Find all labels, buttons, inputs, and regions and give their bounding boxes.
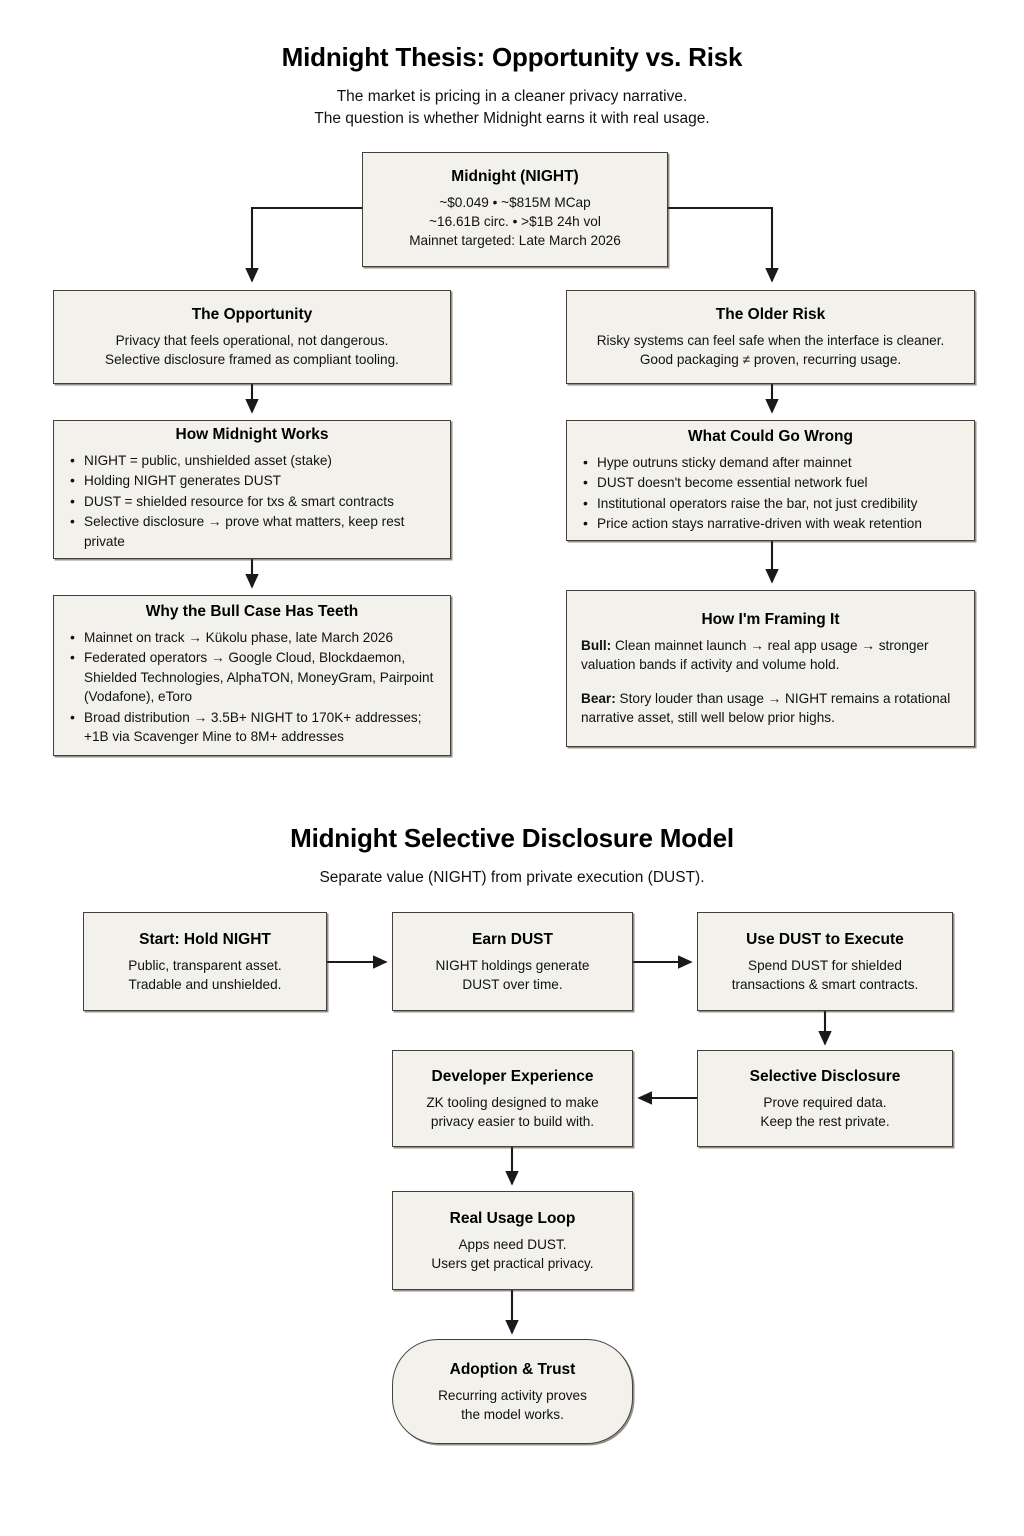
node-real-usage-loop[interactable]: Real Usage Loop Apps need DUST. Users ge… <box>392 1191 633 1290</box>
how-it-works-list: NIGHT = public, unshielded asset (stake)… <box>54 451 450 553</box>
node-adoption-and-trust[interactable]: Adoption & Trust Recurring activity prov… <box>392 1339 633 1444</box>
section-one-subtitle-line2: The question is whether Midnight earns i… <box>314 110 710 127</box>
list-item: Institutional operators raise the bar, n… <box>583 494 962 514</box>
node-title: Developer Experience <box>431 1067 594 1085</box>
node-title: Start: Hold NIGHT <box>139 930 271 948</box>
node-body: ZK tooling designed to make privacy easi… <box>397 1093 628 1131</box>
edge-root-to-older-risk <box>668 206 779 283</box>
bull-text: Clean mainnet launch → real app usage → … <box>581 637 929 673</box>
list-item: DUST = shielded resource for txs & smart… <box>70 492 438 512</box>
node-title: How Midnight Works <box>175 425 329 443</box>
root-line3: Mainnet targeted: Late March 2026 <box>409 233 621 248</box>
node-body: Spend DUST for shielded transactions & s… <box>702 956 948 994</box>
node-body: NIGHT holdings generate DUST over time. <box>397 956 628 994</box>
node-title: What Could Go Wrong <box>687 427 853 445</box>
framing-bull: Bull: Clean mainnet launch → real app us… <box>567 636 974 675</box>
list-item: DUST doesn't become essential network fu… <box>583 473 962 493</box>
node-title: Adoption & Trust <box>449 1360 576 1378</box>
older-risk-line2: Good packaging ≠ proven, recurring usage… <box>639 352 902 367</box>
step-line1: ZK tooling designed to make <box>426 1094 599 1110</box>
step-line2: Keep the rest private. <box>760 1113 890 1129</box>
node-selective-disclosure[interactable]: Selective Disclosure Prove required data… <box>697 1050 953 1147</box>
root-line1: ~$0.049 • ~$815M MCap <box>439 195 591 210</box>
node-title: Use DUST to Execute <box>746 930 904 948</box>
node-how-im-framing-it[interactable]: How I'm Framing It Bull: Clean mainnet l… <box>566 590 975 747</box>
section-two-subtitle: Separate value (NIGHT) from private exec… <box>319 869 705 886</box>
step-line2: the model works. <box>461 1406 564 1422</box>
node-developer-experience[interactable]: Developer Experience ZK tooling designed… <box>392 1050 633 1147</box>
section-one-subtitle-line1: The market is pricing in a cleaner priva… <box>336 88 688 105</box>
list-item: Selective disclosure → prove what matter… <box>70 512 438 551</box>
list-item: Mainnet on track → Kükolu phase, late Ma… <box>70 628 438 648</box>
node-title: Real Usage Loop <box>449 1209 576 1227</box>
edge-root-to-opportunity <box>245 206 362 283</box>
node-title: Why the Bull Case Has Teeth <box>145 602 359 620</box>
node-title: Midnight (NIGHT) <box>451 168 579 185</box>
list-item: Broad distribution → 3.5B+ NIGHT to 170K… <box>70 708 438 747</box>
section-one-subtitle: The market is pricing in a cleaner priva… <box>0 86 1024 130</box>
node-title: How I'm Framing It <box>701 610 840 628</box>
bear-text: Story louder than usage → NIGHT remains … <box>581 690 951 726</box>
list-item: Price action stays narrative-driven with… <box>583 514 962 534</box>
step-line2: Users get practical privacy. <box>431 1255 594 1271</box>
node-the-older-risk[interactable]: The Older Risk Risky systems can feel sa… <box>566 290 975 384</box>
step-line2: DUST over time. <box>462 976 563 992</box>
opportunity-line2: Selective disclosure framed as compliant… <box>105 352 399 367</box>
what-could-go-wrong-list: Hype outruns sticky demand after mainnet… <box>567 453 974 535</box>
bull-label: Bull: <box>581 637 612 653</box>
step-line2: privacy easier to build with. <box>430 1113 595 1129</box>
node-title: The Older Risk <box>715 306 826 323</box>
node-body: ~$0.049 • ~$815M MCap ~16.61B circ. • >$… <box>373 193 657 250</box>
node-start-hold-night[interactable]: Start: Hold NIGHT Public, transparent as… <box>83 912 327 1011</box>
list-item: Holding NIGHT generates DUST <box>70 471 438 491</box>
step-line1: Recurring activity proves <box>438 1387 587 1403</box>
node-body: Apps need DUST. Users get practical priv… <box>397 1235 628 1273</box>
root-line2: ~16.61B circ. • >$1B 24h vol <box>429 214 601 229</box>
section-two-title: Midnight Selective Disclosure Model <box>290 823 734 853</box>
list-item: Hype outruns sticky demand after mainnet <box>583 453 962 473</box>
node-body: Prove required data. Keep the rest priva… <box>702 1093 948 1131</box>
step-line1: Prove required data. <box>763 1094 887 1110</box>
step-line1: Apps need DUST. <box>458 1236 567 1252</box>
node-why-bull-case-has-teeth[interactable]: Why the Bull Case Has Teeth Mainnet on t… <box>53 595 451 756</box>
step-line2: Tradable and unshielded. <box>128 976 282 992</box>
node-what-could-go-wrong[interactable]: What Could Go Wrong Hype outruns sticky … <box>566 420 975 541</box>
list-item: NIGHT = public, unshielded asset (stake) <box>70 451 438 471</box>
node-body: Recurring activity proves the model work… <box>397 1386 628 1424</box>
node-the-opportunity[interactable]: The Opportunity Privacy that feels opera… <box>53 290 451 384</box>
node-body: Privacy that feels operational, not dang… <box>60 331 444 369</box>
node-earn-dust[interactable]: Earn DUST NIGHT holdings generate DUST o… <box>392 912 633 1011</box>
list-item: Federated operators → Google Cloud, Bloc… <box>70 648 438 707</box>
node-title: The Opportunity <box>191 306 313 323</box>
step-line1: Public, transparent asset. <box>128 957 282 973</box>
node-how-midnight-works[interactable]: How Midnight Works NIGHT = public, unshi… <box>53 420 451 559</box>
node-body: Risky systems can feel safe when the int… <box>573 331 968 369</box>
node-use-dust-to-execute[interactable]: Use DUST to Execute Spend DUST for shiel… <box>697 912 953 1011</box>
node-title: Earn DUST <box>472 930 553 948</box>
bear-label: Bear: <box>581 690 616 706</box>
step-line1: Spend DUST for shielded <box>748 957 902 973</box>
step-line1: NIGHT holdings generate <box>435 957 590 973</box>
step-line2: transactions & smart contracts. <box>731 976 919 992</box>
framing-bear: Bear: Story louder than usage → NIGHT re… <box>567 689 974 728</box>
bull-case-list: Mainnet on track → Kükolu phase, late Ma… <box>54 628 450 748</box>
node-body: Public, transparent asset. Tradable and … <box>88 956 322 994</box>
opportunity-line1: Privacy that feels operational, not dang… <box>115 333 389 348</box>
node-title: Selective Disclosure <box>749 1067 901 1085</box>
node-midnight-night[interactable]: Midnight (NIGHT) ~$0.049 • ~$815M MCap ~… <box>362 152 668 267</box>
older-risk-line1: Risky systems can feel safe when the int… <box>596 333 945 348</box>
section-one-title: Midnight Thesis: Opportunity vs. Risk <box>281 42 743 72</box>
